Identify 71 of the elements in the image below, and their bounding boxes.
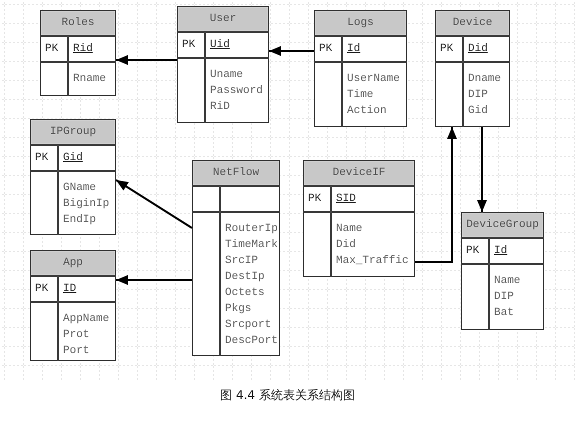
field-name: Action (347, 104, 388, 119)
field-name: RiD (210, 100, 231, 115)
field-name: RouterIp (225, 222, 278, 237)
table-title: Logs (347, 16, 374, 31)
field-name: Max_Traffic (336, 254, 409, 269)
relationship-arrow (269, 46, 314, 56)
figure-caption: 图 4.4 系统表关系结构图 (220, 387, 355, 404)
key-label: PK (308, 192, 322, 207)
primary-key-field: Did (468, 40, 488, 58)
field-name: BiginIp (63, 197, 110, 212)
field-name: Password (210, 84, 263, 99)
key-label: PK (466, 244, 480, 259)
field-name: EndIp (63, 213, 98, 228)
primary-key-field: SID (336, 190, 356, 208)
field-name: Prot (63, 328, 90, 343)
field-name: Bat (494, 306, 515, 321)
key-label: PK (35, 282, 48, 297)
entity-table (314, 10, 407, 127)
field-name: DescPort (225, 334, 278, 349)
table-title: DeviceIF (332, 166, 386, 181)
entity-table (303, 160, 415, 277)
entity-table (30, 119, 116, 235)
field-name: Name (494, 274, 520, 289)
table-title: DeviceGroup (466, 218, 539, 233)
entity-table (40, 10, 116, 96)
table-title: App (63, 256, 83, 271)
field-name: AppName (63, 312, 110, 327)
field-name: GName (63, 181, 98, 196)
primary-key-field: ID (63, 280, 76, 298)
key-label: PK (319, 42, 332, 57)
field-name: DestIp (225, 270, 266, 285)
field-name: UserName (347, 72, 400, 87)
field-name: Octets (225, 286, 266, 301)
field-name: Rname (73, 72, 106, 87)
field-name: DIP (468, 88, 489, 103)
field-name: Time (347, 88, 374, 103)
entity-table (461, 212, 544, 330)
entity-table (435, 10, 510, 127)
field-name: TimeMark (225, 238, 278, 253)
primary-key-field: Uid (210, 36, 230, 54)
entity-table (192, 160, 280, 356)
entity-table (30, 250, 116, 361)
table-title: IPGroup (50, 124, 96, 140)
key-label: PK (45, 42, 58, 57)
field-name: Srcport (225, 318, 272, 333)
field-name: SrcIP (225, 254, 260, 269)
primary-key-field: Rid (73, 40, 93, 58)
field-name: Gid (468, 104, 489, 119)
key-label: PK (35, 150, 48, 166)
field-name: Dname (468, 72, 502, 87)
table-title: Device (452, 16, 492, 31)
field-name: Name (336, 222, 364, 237)
relationship-arrow (415, 127, 457, 263)
field-name: Uname (210, 68, 244, 83)
relationship-arrow (477, 127, 487, 212)
entity-table (177, 6, 269, 123)
table-title: Roles (61, 16, 94, 31)
key-label: PK (182, 38, 196, 53)
field-name: DIP (494, 290, 515, 305)
key-label: PK (440, 42, 454, 57)
primary-key-field: Gid (63, 150, 83, 166)
relationship-arrow (116, 55, 177, 65)
primary-key-field: Id (494, 242, 508, 260)
field-name: Did (336, 238, 357, 253)
primary-key-field: Id (347, 40, 360, 58)
table-title: NetFlow (212, 166, 260, 181)
field-name: Port (63, 344, 90, 359)
relationship-arrow (116, 275, 192, 285)
relationship-arrow (115, 179, 193, 229)
field-name: Pkgs (225, 302, 252, 317)
table-title: User (210, 12, 236, 27)
